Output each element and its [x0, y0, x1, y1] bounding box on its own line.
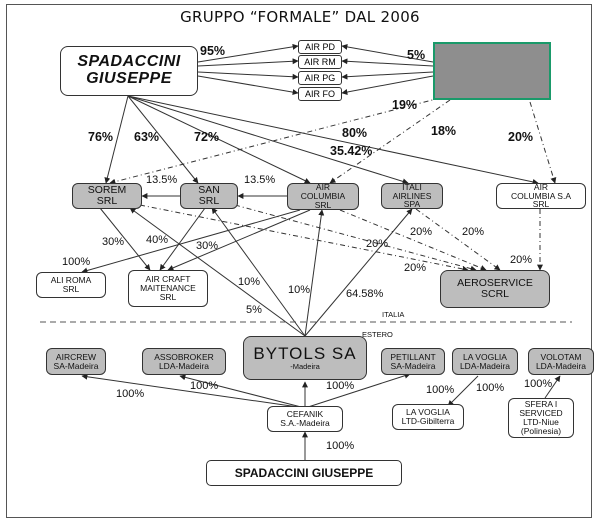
label-30-b: 30% [196, 240, 219, 252]
edge-red-airfo [341, 75, 434, 95]
edge-san-aircraft [159, 207, 206, 271]
label-63: 63% [134, 130, 160, 144]
label-10-b: 10% [288, 284, 311, 296]
label-5-b: 5% [246, 304, 262, 316]
node-air-columbia-srl: AIR COLUMBIA SRL [287, 183, 359, 210]
edge-red-aircolsa [529, 101, 557, 184]
node-sorem: SOREM SRL [72, 183, 142, 209]
edge-bytols-san [211, 207, 306, 337]
node-san: SAN SRL [180, 183, 238, 209]
node-volotam: VOLOTAM LDA-Madeira [528, 348, 594, 375]
node-air-fo: AIR FO [298, 87, 342, 101]
edge-red-airpd [341, 43, 434, 63]
edge-red-sorem [109, 97, 441, 185]
label-20-c: 20% [462, 226, 485, 238]
node-air-pd: AIR PD [298, 40, 342, 54]
edge-spad-airpd [197, 43, 299, 63]
label-5: 5% [407, 48, 426, 62]
node-petillant: PETILLANT SA-Madeira [381, 348, 445, 375]
edge-spad-aircol [127, 95, 311, 184]
edge-lavm-lavg [447, 375, 479, 407]
bytols-name: BYTOLS SA [253, 343, 357, 363]
owner-node-bottom: SPADACCINI GIUSEPPE [206, 460, 402, 486]
owner-top-label: SPADACCINI GIUSEPPE [77, 53, 181, 87]
edge-red-airpg [341, 71, 434, 80]
edge-sorem-aircraft [99, 207, 151, 271]
edge-spad-itali [127, 95, 409, 185]
edge-red-aircol [329, 99, 451, 184]
edge-spad-sorem [104, 95, 129, 184]
label-19: 19% [392, 98, 418, 112]
label-95: 95% [200, 44, 226, 58]
node-itali-airlines: ITALI AIRLINES SPA [381, 182, 443, 209]
label-10-a: 10% [238, 276, 261, 288]
region-italia: ITALIA [382, 310, 405, 319]
label-135-b: 13.5% [244, 174, 276, 186]
region-estero: ESTERO [362, 330, 393, 339]
bytols-sub: -Madeira [290, 362, 320, 372]
node-lavoglia-madeira: LA VOGLIA LDA-Madeira [452, 348, 518, 375]
redacted-owner-box [433, 42, 551, 100]
label-30-a: 30% [102, 236, 125, 248]
edge-spad-airpg [197, 71, 299, 80]
edge-spad-airrm [197, 58, 299, 67]
node-air-rm: AIR RM [298, 55, 342, 69]
label-72: 72% [194, 130, 220, 144]
edge-san-aero [234, 204, 477, 272]
page-frame [6, 4, 592, 518]
label-20-e: 20% [510, 254, 533, 266]
label-100-c: 100% [326, 380, 355, 392]
label-76: 76% [88, 130, 114, 144]
node-air-columbia-sa: AIR COLUMBIA S.A SRL [496, 182, 586, 209]
label-20-right: 20% [508, 130, 534, 144]
edge-aircol-aliroma [81, 209, 301, 274]
edge-spad-san [127, 95, 199, 184]
edge-red-airrm [341, 58, 434, 67]
label-100-d: 100% [426, 384, 455, 396]
label-135-a: 13.5% [146, 174, 178, 186]
edge-cef-petillant [304, 372, 411, 409]
label-100-ali: 100% [62, 256, 91, 268]
edge-bytols-itali [304, 208, 413, 337]
edge-spad-airfo [197, 75, 299, 96]
label-20-d: 20% [404, 262, 427, 274]
label-80: 80% [342, 126, 368, 140]
label-100-e: 100% [476, 382, 505, 394]
label-40: 40% [146, 234, 169, 246]
edge-bytols-sorem [129, 207, 306, 337]
node-ali-roma: ALI ROMA SRL [36, 272, 106, 298]
owner-node-top: SPADACCINI GIUSEPPE [60, 46, 198, 96]
node-bytols: BYTOLS SA -Madeira [243, 336, 367, 380]
node-lavoglia-gib: LA VOGLIA LTD-Gibilterra [392, 404, 464, 430]
edge-aircol-aero [339, 209, 487, 271]
label-20-a: 20% [366, 238, 389, 250]
label-20-b: 20% [410, 226, 433, 238]
label-6458: 64.58% [346, 288, 384, 300]
edge-sorem-aero [139, 204, 469, 272]
label-3542: 35.42% [330, 144, 373, 158]
node-assobroker: ASSOBROKER LDA-Madeira [142, 348, 226, 375]
node-aeroservice: AEROSERVICE SCRL [440, 270, 550, 308]
edge-cef-aircrew [81, 373, 306, 409]
label-100-f: 100% [524, 378, 553, 390]
edge-bytols-aircol [304, 209, 325, 337]
label-100-g: 100% [326, 440, 355, 452]
label-100-a: 100% [116, 388, 145, 400]
edge-aircol-aircraft [167, 209, 311, 271]
node-cefanik: CEFANIK S.A.-Madeira [267, 406, 343, 432]
label-100-b: 100% [190, 380, 219, 392]
edge-cef-assobroker [179, 374, 306, 409]
edge-itali-aero [415, 208, 501, 271]
edge-sfera-volotam [544, 375, 561, 399]
label-18: 18% [431, 124, 457, 138]
node-air-craft: AIR CRAFT MAITENANCE SRL [128, 270, 208, 307]
node-air-pg: AIR PG [298, 71, 342, 85]
diagram-title: GRUPPO “FORMALE” DAL 2006 [180, 8, 420, 26]
node-aircrew: AIRCREW SA-Madeira [46, 348, 106, 375]
edge-spad-aircolsa [127, 95, 539, 185]
node-sfera: SFERA I SERVICED LTD-Niue (Polinesia) [508, 398, 574, 438]
